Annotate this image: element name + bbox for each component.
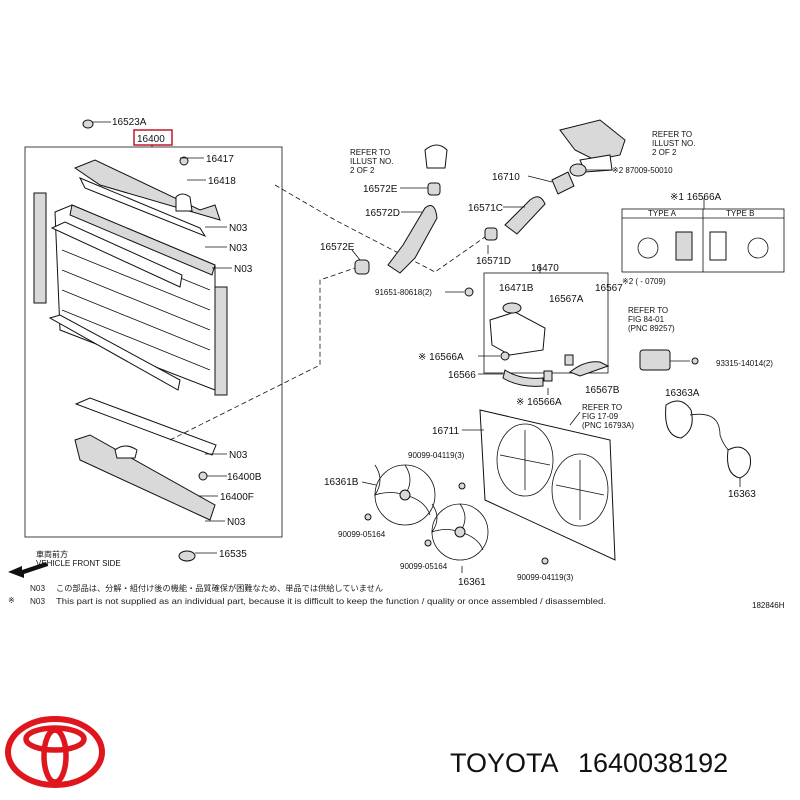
- brand-name: TOYOTA: [450, 748, 559, 778]
- label-n03-a: N03: [229, 223, 248, 234]
- fan-motor-group: REFER TO FIG 84-01 (PNC 89257) 93315-140…: [628, 306, 773, 500]
- brand-part-number: 1640038192: [578, 748, 728, 778]
- refer3-line3: (PNC 89257): [628, 324, 675, 333]
- note-1-code: N03: [30, 584, 45, 593]
- type-b-label: TYPE B: [726, 209, 754, 218]
- label-90099-c: 90099-05164: [400, 562, 448, 571]
- hose-group: REFER TO ILLUST NO. 2 OF 2 REFER TO ILLU…: [320, 119, 695, 275]
- label-16572E-b: 16572E: [320, 242, 355, 253]
- front-arrow-icon: [8, 562, 48, 578]
- refer3-line1: REFER TO: [628, 306, 668, 315]
- label-16571D: 16571D: [476, 256, 511, 267]
- label-16711: 16711: [432, 426, 460, 437]
- note-1-text: この部品は、分解・組付け後の機能・品質確保が困難なため、単品では供給していません: [56, 583, 383, 593]
- note-2-code: N03: [30, 597, 45, 606]
- notes: ※ N03 この部品は、分解・組付け後の機能・品質確保が困難なため、単品では供給…: [8, 583, 785, 610]
- reservoir-group: 16470 16471B 16567A 16567 91651-80618(2)…: [375, 263, 623, 408]
- note-2-text: This part is not supplied as an individu…: [56, 597, 606, 606]
- label-16417: 16417: [206, 154, 234, 165]
- note-mark: ※: [8, 596, 15, 605]
- refer3-line2: FIG 84-01: [628, 315, 665, 324]
- clamp-type-box: ※1 16566A TYPE A TYPE B ※2 ( - 0709): [621, 192, 785, 286]
- radiator-assembly: 16523A 16400 16417 16418 N03 N03 N03 N03…: [24, 117, 283, 562]
- label-n03-b: N03: [229, 243, 248, 254]
- label-16363: 16363: [728, 489, 756, 500]
- label-87009: ※2 87009-50010: [612, 166, 673, 175]
- label-n03-c: N03: [234, 264, 253, 275]
- refer2-line1: REFER TO: [652, 130, 692, 139]
- label-16361B: 16361B: [324, 477, 359, 488]
- fan-shroud-group: 16711 REFER TO FIG 17-09 (PNC 16793A) 90…: [324, 403, 634, 588]
- label-16567: 16567: [595, 283, 623, 294]
- label-16566: 16566: [448, 370, 476, 381]
- connector-upper: [274, 184, 486, 273]
- refer2-line3: 2 OF 2: [652, 148, 677, 157]
- toyota-logo-icon: [5, 716, 105, 788]
- label-16418: 16418: [208, 176, 236, 187]
- refer2-line2: ILLUST NO.: [652, 139, 695, 148]
- figure-code: 182846H: [752, 601, 785, 610]
- connector-lower: [169, 267, 356, 441]
- highlight-box-16400: [133, 129, 173, 146]
- label-16361: 16361: [458, 577, 486, 588]
- label-16572D: 16572D: [365, 208, 400, 219]
- refer4-line1: REFER TO: [582, 403, 622, 412]
- vehicle-front-indicator: 車両前方 VEHICLE FRONT SIDE: [8, 549, 121, 578]
- label-16571C: 16571C: [468, 203, 503, 214]
- front-label-en: VEHICLE FRONT SIDE: [36, 559, 121, 568]
- label-16567B: 16567B: [585, 385, 620, 396]
- label-16567A: 16567A: [549, 294, 584, 305]
- label-16471B: 16471B: [499, 283, 534, 294]
- label-16535: 16535: [219, 549, 247, 560]
- refer1-line2: ILLUST NO.: [350, 157, 393, 166]
- label-16523A: 16523A: [112, 117, 147, 128]
- refer1-line3: 2 OF 2: [350, 166, 375, 175]
- label-16363A: 16363A: [665, 388, 700, 399]
- label-note2: ※2 ( - 0709): [622, 277, 666, 286]
- label-16566A-c: ※1 16566A: [670, 192, 722, 203]
- label-93315: 93315-14014(2): [716, 359, 773, 368]
- type-a-label: TYPE A: [648, 209, 677, 218]
- radiator-frame-box: [24, 146, 283, 538]
- front-label-jp: 車両前方: [36, 549, 68, 559]
- refer1-line1: REFER TO: [350, 148, 390, 157]
- label-16400B: 16400B: [227, 472, 262, 483]
- label-16566A-b: ※ 16566A: [516, 397, 562, 408]
- label-90099-b: 90099-05164: [338, 530, 386, 539]
- label-16572E-a: 16572E: [363, 184, 398, 195]
- label-90099-d: 90099-04119(3): [517, 573, 574, 582]
- refer4-line3: (PNC 16793A): [582, 421, 634, 430]
- label-16400: 16400: [137, 134, 165, 145]
- label-90099-a: 90099-04119(3): [408, 451, 465, 460]
- label-16400F: 16400F: [220, 492, 254, 503]
- label-n03-d: N03: [229, 450, 248, 461]
- label-16470: 16470: [531, 263, 559, 274]
- refer4-line2: FIG 17-09: [582, 412, 619, 421]
- label-n03-e: N03: [227, 517, 246, 528]
- label-16710: 16710: [492, 172, 520, 183]
- label-91651: 91651-80618(2): [375, 288, 432, 297]
- label-16566A-a: ※ 16566A: [418, 352, 464, 363]
